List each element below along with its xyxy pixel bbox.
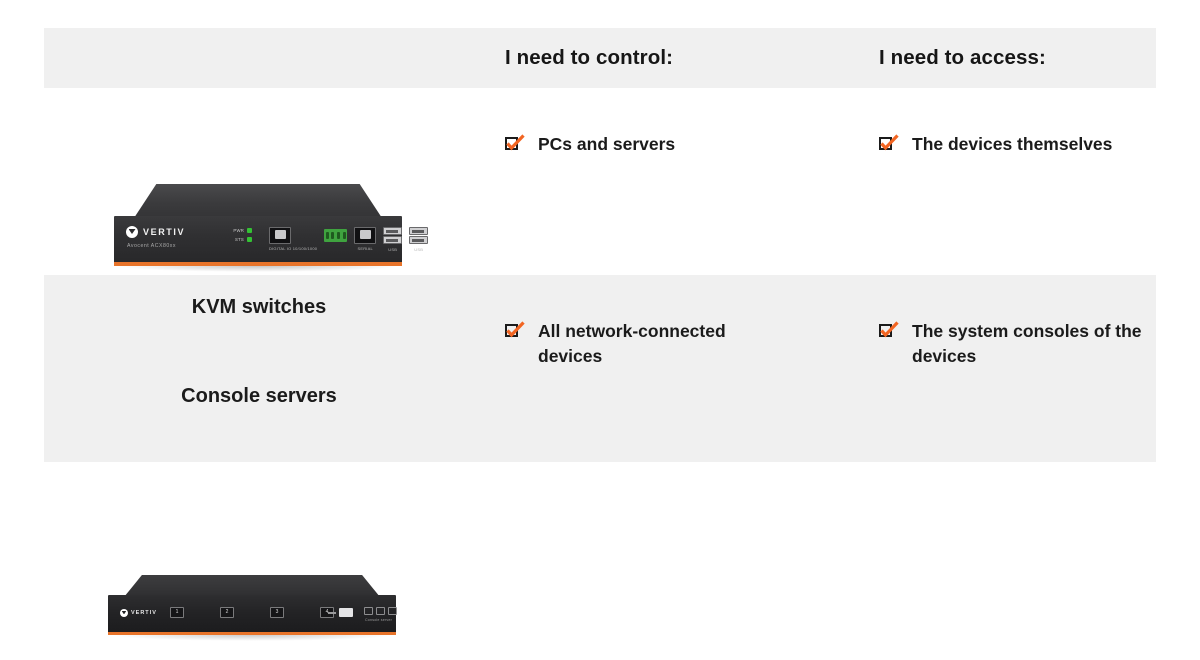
kvm-usb-port-group: USB [383, 227, 403, 252]
kvm-terminal-block-group [324, 227, 348, 242]
kvm-drop-shadow [116, 266, 400, 272]
console-server-product-image: VERTIV 1 2 3 4 [102, 575, 402, 660]
console-access-cell: The system consoles of the devices [846, 275, 1156, 462]
vertiv-mark-icon [120, 609, 128, 617]
console-port-bank: 1 2 3 4 [170, 607, 334, 618]
rj45-port-icon [354, 227, 377, 244]
console-chassis-top [124, 575, 380, 597]
kvm-port-label: SERIAL [357, 246, 373, 251]
terminal-pin [325, 232, 329, 239]
console-side-icon [376, 607, 385, 615]
kvm-access-cell: The devices themselves [846, 88, 1156, 275]
table-row: VERTIV Avocent ACX80xx PWR STS [44, 88, 1156, 318]
usb-pair-icon [409, 227, 429, 245]
console-servers-caption: Console servers [181, 385, 337, 407]
kvm-led-row: STS [224, 237, 252, 242]
kvm-port-label: USB [414, 247, 424, 252]
console-display-screen [339, 608, 353, 617]
led-indicator-icon [247, 237, 252, 242]
rj45-port-icon [269, 227, 291, 244]
terminal-pin [331, 232, 335, 239]
console-server-device-cell: VERTIV 1 2 3 4 [44, 275, 474, 641]
checked-checkbox-icon [879, 134, 899, 154]
comparison-page: I need to control: I need to access: VER… [0, 0, 1200, 500]
console-numbered-port: 3 [270, 607, 284, 618]
usb-port-icon [383, 236, 403, 244]
kvm-switches-caption: KVM switches [191, 296, 327, 318]
list-item: The system consoles of the devices [879, 275, 1156, 369]
console-numbered-port: 2 [220, 607, 234, 618]
list-item-label: The system consoles of the devices [912, 321, 1142, 366]
vertiv-wordmark: VERTIV [131, 610, 157, 616]
checked-checkbox-icon [879, 321, 899, 341]
usb-pair-icon [383, 227, 403, 245]
console-display-dash [328, 611, 336, 614]
list-item-label: All network-connected devices [538, 321, 726, 366]
header-device-column [44, 28, 474, 88]
header-access-column: I need to access: [846, 28, 1156, 88]
terminal-block-icon [324, 229, 348, 242]
kvm-led-label: PWR [233, 228, 244, 233]
console-sub-label: Console server [365, 618, 392, 622]
checked-checkbox-icon [505, 134, 525, 154]
kvm-control-cell: PCs and servers [474, 88, 846, 275]
vertiv-logo: VERTIV [126, 226, 185, 238]
vertiv-logo: VERTIV [120, 609, 157, 617]
kvm-device-cell: VERTIV Avocent ACX80xx PWR STS [44, 88, 474, 318]
vertiv-mark-icon [126, 226, 138, 238]
table-header-row: I need to control: I need to access: [44, 28, 1156, 88]
kvm-vs-console-comparison-table: I need to control: I need to access: VER… [44, 28, 1156, 641]
header-control-label: I need to control: [505, 46, 674, 69]
kvm-switch-product-image: VERTIV Avocent ACX80xx PWR STS [106, 184, 429, 290]
kvm-rj45-port-group: DIGITAL IO 10/100/1000 [269, 227, 317, 251]
list-item: The devices themselves [879, 88, 1156, 157]
kvm-serial-port-group: SERIAL [354, 227, 377, 251]
kvm-led-label: STS [235, 237, 244, 242]
terminal-pin [342, 232, 346, 239]
kvm-led-indicators: PWR STS [224, 228, 252, 246]
console-side-icon [388, 607, 397, 615]
kvm-port-label: DIGITAL IO 10/100/1000 [269, 246, 318, 251]
usb-port-icon [409, 236, 429, 244]
list-item: PCs and servers [505, 88, 846, 157]
kvm-front-panel: VERTIV Avocent ACX80xx PWR STS [114, 216, 429, 266]
console-control-cell: All network-connected devices [474, 275, 846, 462]
kvm-port-bank: DIGITAL IO 10/100/1000 [269, 227, 435, 252]
kvm-port-label: USB [388, 247, 398, 252]
kvm-chassis-top [134, 184, 382, 218]
kvm-led-row: PWR [224, 228, 252, 233]
console-numbered-port: 1 [170, 607, 184, 618]
usb-port-icon [383, 227, 403, 235]
kvm-usb-port-group: USB [409, 227, 429, 252]
header-control-column: I need to control: [474, 28, 846, 88]
console-display-panel [328, 608, 353, 617]
header-access-label: I need to access: [879, 46, 1046, 69]
list-item-label: The devices themselves [912, 134, 1113, 154]
list-item-label: PCs and servers [538, 134, 676, 154]
terminal-pin [337, 232, 341, 239]
console-front-panel: VERTIV 1 2 3 4 [108, 595, 397, 635]
console-side-icon [364, 607, 373, 615]
vertiv-wordmark: VERTIV [143, 227, 186, 237]
checked-checkbox-icon [505, 321, 525, 341]
table-row: VERTIV 1 2 3 4 [44, 275, 1156, 641]
led-indicator-icon [247, 228, 252, 233]
kvm-model-text: Avocent ACX80xx [127, 243, 176, 249]
console-side-icons [364, 607, 400, 615]
usb-port-icon [409, 227, 429, 235]
console-drop-shadow [110, 635, 394, 641]
list-item: All network-connected devices [505, 275, 846, 369]
